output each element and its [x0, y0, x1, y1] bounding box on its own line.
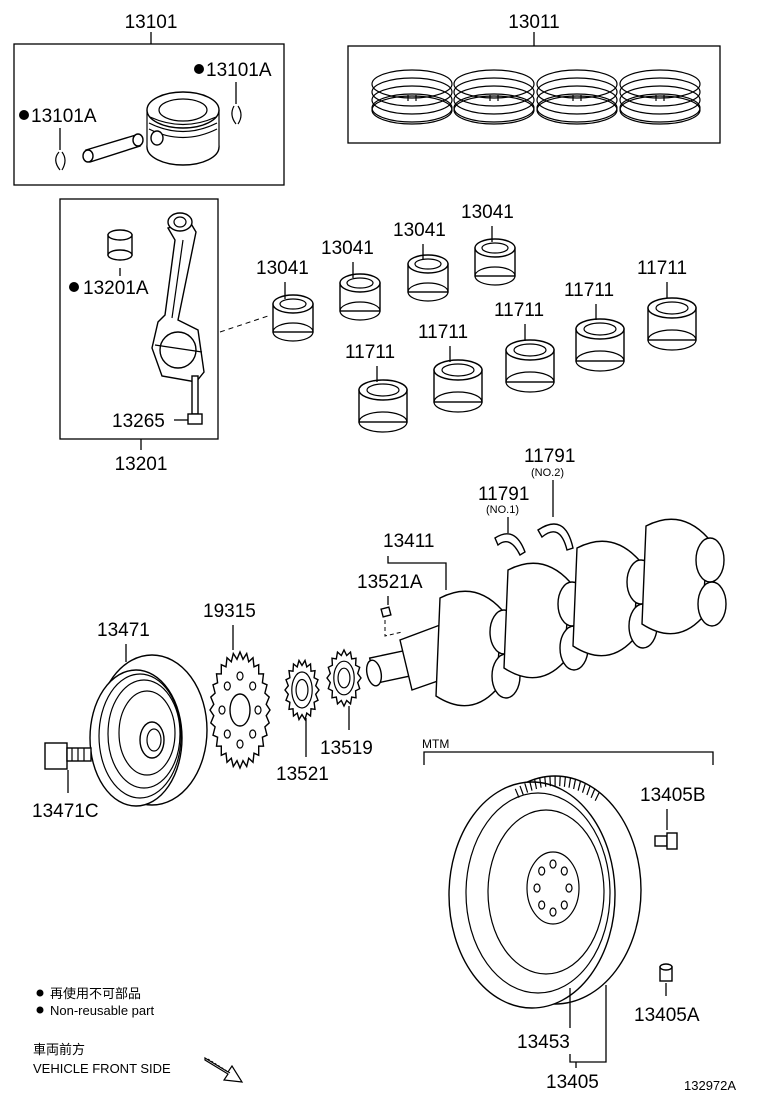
- label-13041-3[interactable]: 13041: [393, 220, 446, 241]
- pulley-bolt-icon: [44, 742, 92, 770]
- label-13011[interactable]: 13011: [508, 12, 559, 33]
- dowel-pin-icon: [659, 963, 673, 982]
- label-13405[interactable]: 13405: [546, 1072, 599, 1093]
- crankshaft-icon: [365, 518, 727, 707]
- label-13405B[interactable]: 13405B: [640, 785, 706, 806]
- sensor-plate-icon: [209, 650, 271, 770]
- crank-gear-icon: [326, 648, 362, 708]
- piston-icon: [146, 91, 220, 166]
- woodruff-key-icon: [380, 606, 392, 618]
- label-13521A[interactable]: 13521A: [357, 572, 423, 593]
- ring-set-group: 13011: [347, 12, 721, 144]
- legend-dot: [36, 989, 44, 997]
- label-13471[interactable]: 13471: [97, 620, 150, 641]
- dashed-leader: [219, 315, 269, 333]
- label-13201[interactable]: 13201: [115, 454, 168, 475]
- label-13101A-left[interactable]: 13101A: [31, 106, 97, 127]
- label-19315[interactable]: 19315: [203, 601, 256, 622]
- label-13041-4[interactable]: 13041: [461, 202, 514, 223]
- label-11711-4[interactable]: 11711: [564, 280, 614, 301]
- front-arrow-icon: [204, 1056, 244, 1083]
- front-en: VEHICLE FRONT SIDE: [33, 1061, 171, 1076]
- bearings-group: [272, 238, 697, 433]
- label-13201A[interactable]: 13201A: [83, 278, 149, 299]
- conrod-box: [59, 198, 219, 440]
- label-11711-5[interactable]: 11711: [637, 258, 687, 279]
- piston-rings-icon: [371, 69, 701, 125]
- label-11791-no1[interactable]: 11791: [478, 484, 529, 505]
- snap-ring-icon: [231, 105, 242, 125]
- thrust-washer-icon: [537, 523, 574, 551]
- label-13519[interactable]: 13519: [320, 738, 373, 759]
- flywheel-icon: [448, 775, 642, 1009]
- connecting-rod-icon: [151, 212, 205, 383]
- flywheel-bolt-icon: [654, 832, 678, 850]
- label-13453[interactable]: 13453: [517, 1032, 570, 1053]
- label-13265[interactable]: 13265: [112, 411, 165, 432]
- label-13041-2[interactable]: 13041: [321, 238, 374, 259]
- piston-box: [13, 43, 285, 186]
- non-reusable-dot: [194, 64, 204, 74]
- non-reusable-dot: [19, 110, 29, 120]
- legend-dot: [36, 1006, 44, 1014]
- rod-bolt-icon: [187, 375, 203, 425]
- label-13041-1[interactable]: 13041: [256, 258, 309, 279]
- thrust-washer-icon: [494, 533, 526, 556]
- label-mtm: MTM: [422, 737, 449, 751]
- label-no1: (NO.1): [486, 504, 519, 516]
- snap-ring-icon: [55, 151, 66, 171]
- front-jp: 車両前方: [33, 1042, 85, 1057]
- label-11711-2[interactable]: 11711: [418, 322, 468, 343]
- non-reusable-dot: [69, 282, 79, 292]
- mtm-bracket: [423, 751, 714, 765]
- conrod-group: 13201 13265 13201A: [59, 198, 219, 475]
- rod-bushing-icon: [107, 229, 133, 261]
- label-no2: (NO.2): [531, 467, 564, 479]
- legend-en: Non-reusable part: [50, 1003, 154, 1018]
- label-13101A-right[interactable]: 13101A: [206, 60, 272, 81]
- label-13521[interactable]: 13521: [276, 764, 329, 785]
- label-13411[interactable]: 13411: [383, 531, 434, 552]
- label-11711-3[interactable]: 11711: [494, 300, 544, 321]
- label-11711-1[interactable]: 11711: [345, 342, 395, 363]
- piston-group: 13101 13101A 13101A: [13, 12, 285, 186]
- crank-sprocket-icon: [284, 658, 320, 722]
- legend-jp: 再使用不可部品: [50, 986, 141, 1001]
- label-11791-no2[interactable]: 11791: [524, 446, 575, 467]
- diagram-id: 132972A: [684, 1078, 736, 1093]
- piston-pin-icon: [82, 133, 144, 163]
- label-13405A[interactable]: 13405A: [634, 1005, 700, 1026]
- label-13101[interactable]: 13101: [125, 12, 178, 33]
- label-13471C[interactable]: 13471C: [32, 801, 99, 822]
- crank-pulley-icon: [89, 654, 208, 807]
